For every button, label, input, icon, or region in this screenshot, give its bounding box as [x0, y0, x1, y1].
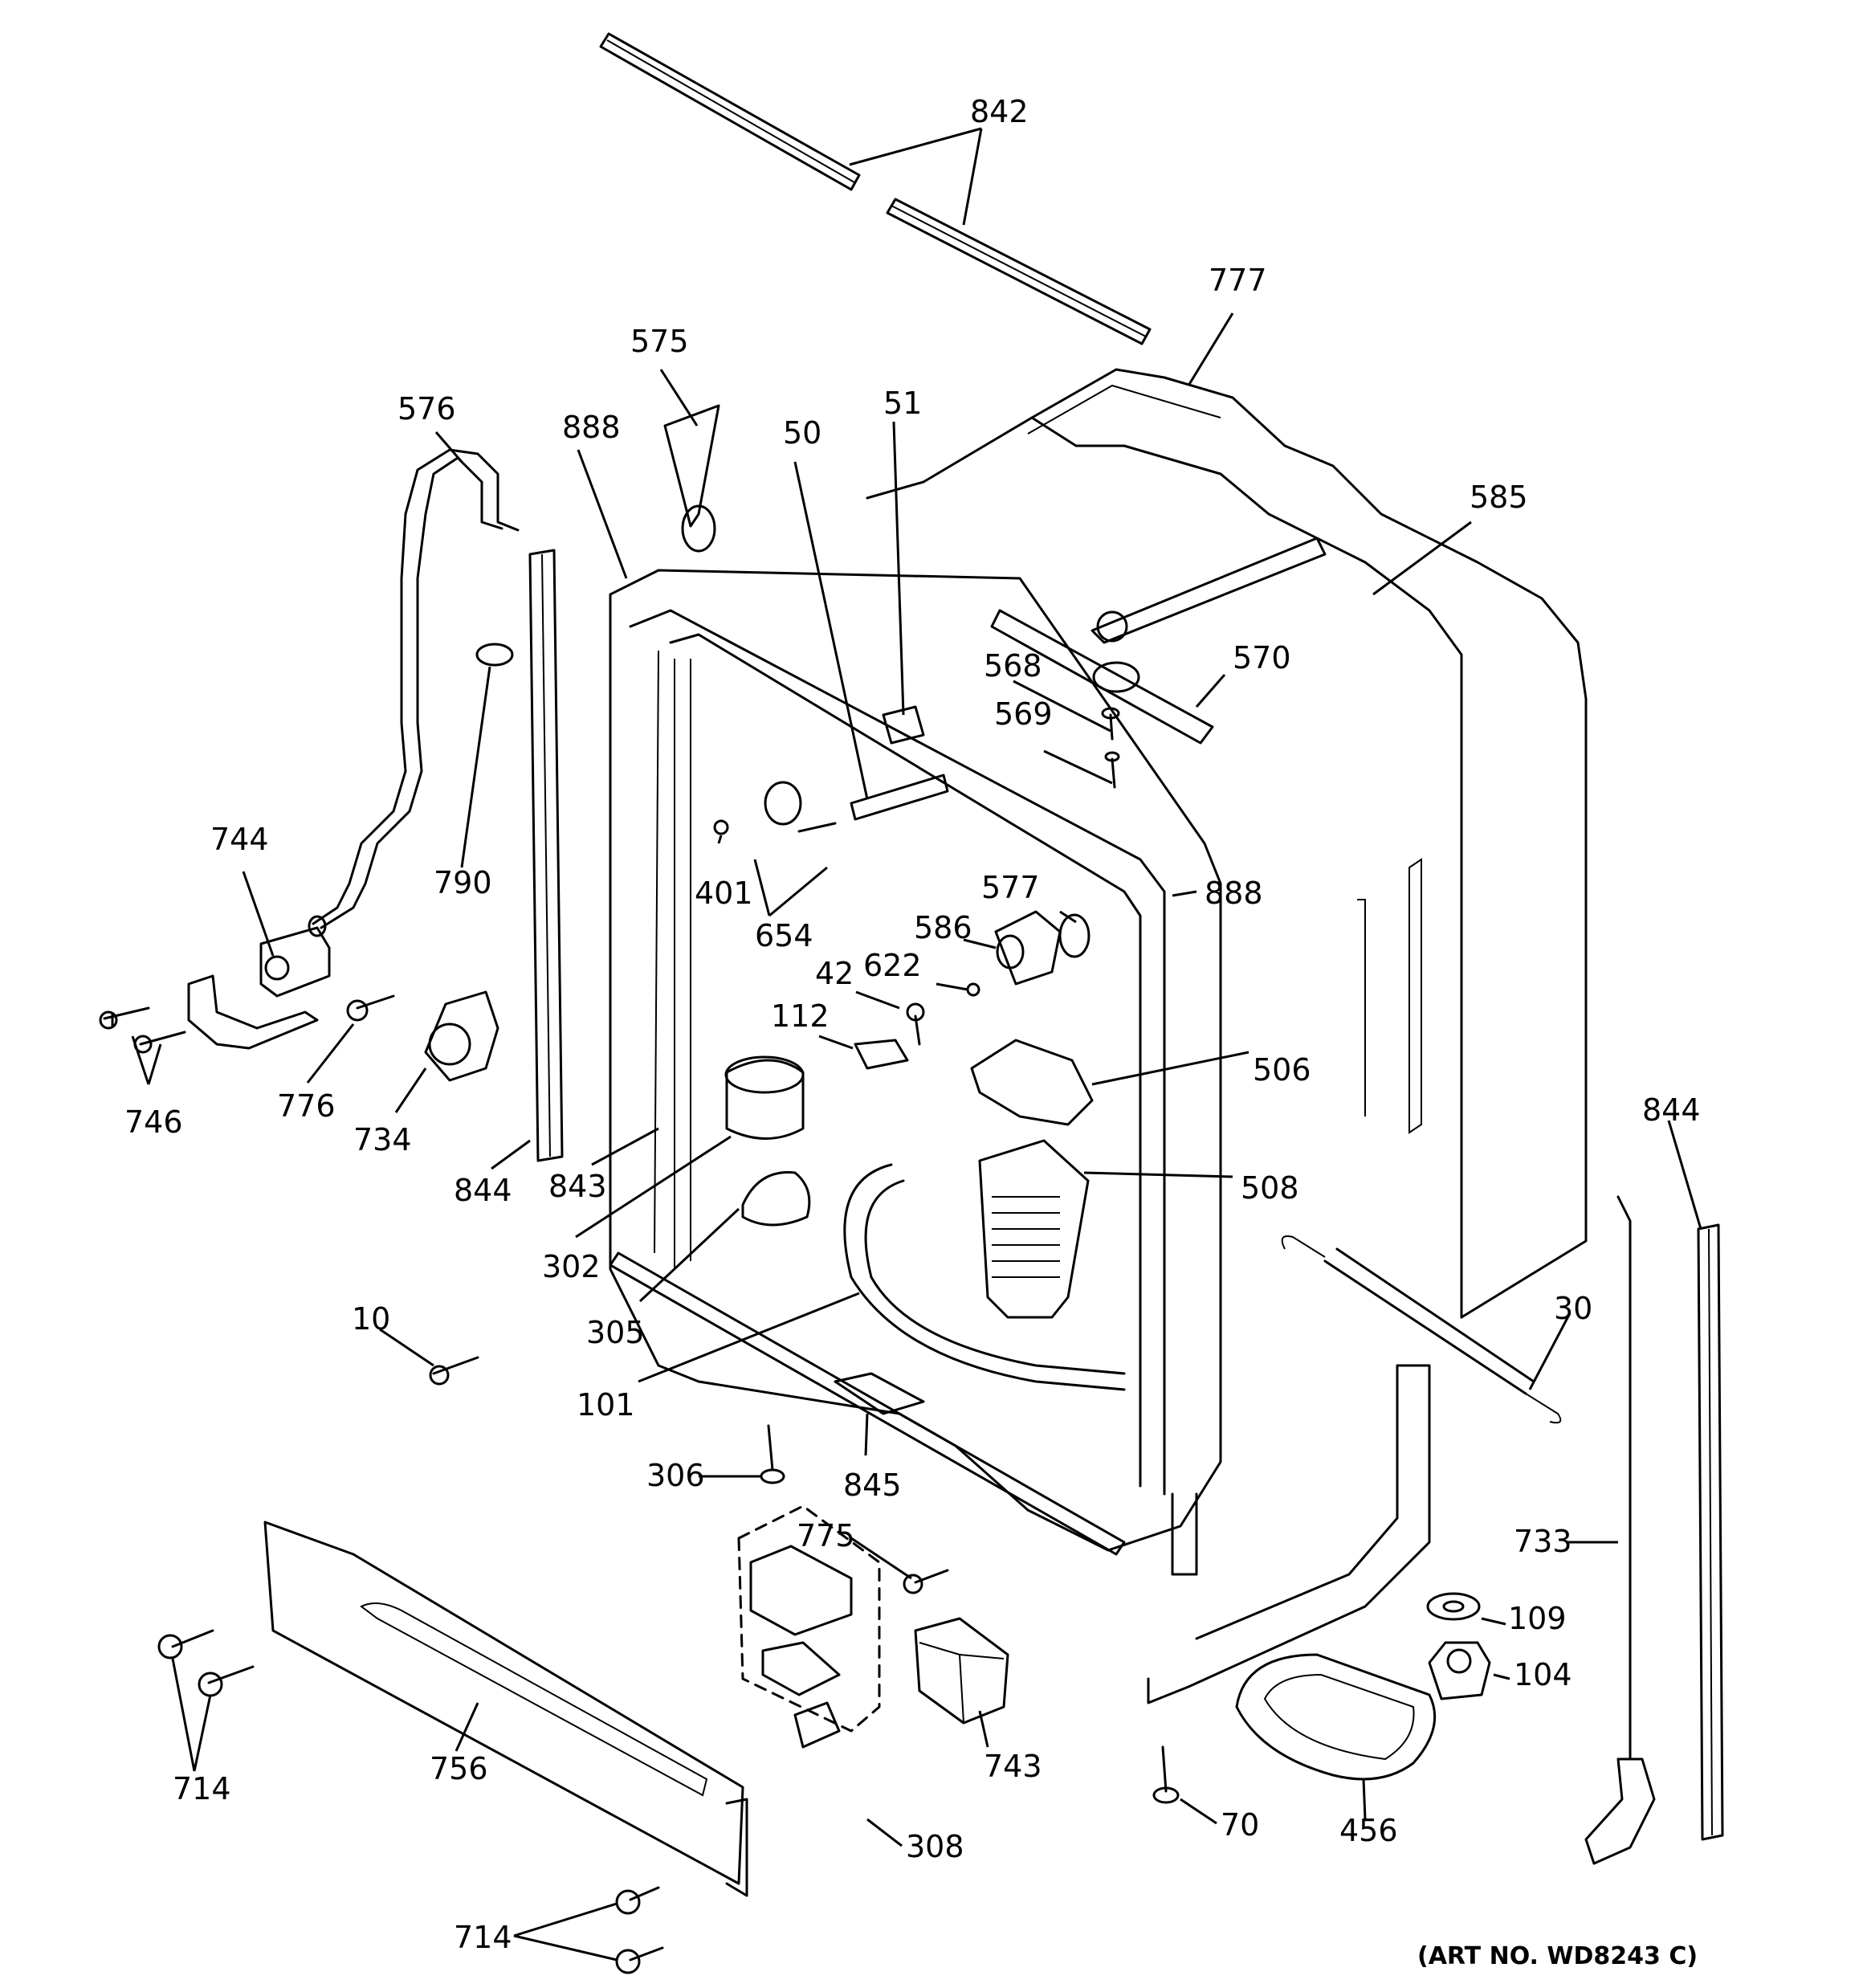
gasket-strip-842-lower [886, 198, 1152, 345]
water-valve-744 [187, 926, 331, 1050]
screw-42 [906, 1002, 925, 1046]
screw-568 [1101, 707, 1120, 741]
leg-306 [760, 1424, 785, 1484]
relay-743 [914, 1617, 1009, 1725]
callout-585: 585 [1470, 480, 1528, 515]
callout-306: 306 [646, 1458, 705, 1493]
callout-10: 10 [352, 1301, 390, 1337]
filter-506 [970, 1039, 1094, 1126]
callout-305: 305 [586, 1315, 645, 1350]
callout-842: 842 [970, 94, 1029, 129]
callout-569: 569 [994, 696, 1053, 732]
callout-845: 845 [843, 1468, 902, 1503]
bracket-654 [764, 781, 837, 833]
callout-714-bottom: 714 [454, 1920, 512, 1955]
screw-714-a [157, 1629, 214, 1659]
spring-30 [1281, 1235, 1562, 1424]
callout-308: 308 [906, 1829, 964, 1864]
tub-777 [866, 368, 1588, 1319]
hose-576 [308, 448, 520, 937]
leader-lines [131, 127, 1702, 1961]
callout-843: 843 [548, 1169, 607, 1204]
callout-622: 622 [863, 948, 922, 983]
screw-776 [346, 994, 395, 1022]
hose-clamp-790 [475, 643, 514, 667]
rail-845 [609, 1251, 1126, 1556]
callout-506: 506 [1253, 1052, 1311, 1088]
frame-888 [609, 569, 1431, 1704]
kit-308 [737, 1504, 881, 1749]
screw-622 [966, 982, 980, 997]
art-number: (ART NO. WD8243 C) [1417, 1942, 1698, 1970]
bracket-50 [850, 774, 949, 821]
gasket-844-left [528, 549, 564, 1162]
callout-labels: 842 777 575 576 888 51 50 585 568 570 56… [124, 94, 1701, 1955]
callout-576: 576 [397, 391, 456, 427]
callout-888-right: 888 [1205, 876, 1263, 911]
callout-756: 756 [430, 1751, 488, 1786]
screw-714-c [615, 1886, 660, 1915]
callout-109: 109 [1508, 1601, 1567, 1636]
callout-401: 401 [695, 876, 753, 911]
filter-basket-508 [978, 1139, 1090, 1319]
foot-70 [1152, 1745, 1180, 1804]
toe-kick-756 [263, 1521, 748, 1897]
callout-744: 744 [210, 822, 269, 857]
screw-10 [429, 1356, 479, 1386]
callout-888-top: 888 [562, 410, 621, 445]
callout-777: 777 [1209, 263, 1267, 298]
callout-302: 302 [542, 1249, 601, 1284]
seal-843 [654, 650, 659, 1254]
spray-arm-570 [990, 609, 1214, 745]
callout-776: 776 [277, 1088, 336, 1124]
float-switch-734 [424, 990, 499, 1082]
callout-575: 575 [630, 324, 689, 359]
callout-70: 70 [1221, 1807, 1259, 1843]
cap-305 [741, 1171, 811, 1227]
pan-456 [1235, 1653, 1437, 1781]
fill-funnel-575 [663, 404, 720, 553]
callout-654: 654 [755, 918, 813, 953]
callout-51: 51 [883, 386, 922, 421]
bracket-51 [882, 705, 925, 745]
callout-570: 570 [1233, 640, 1291, 676]
nut-104 [1428, 1641, 1491, 1700]
callout-586: 586 [914, 910, 972, 945]
callout-101: 101 [577, 1387, 635, 1423]
callout-743: 743 [984, 1749, 1042, 1784]
grommet-401 [713, 819, 729, 835]
callout-568: 568 [984, 648, 1042, 684]
callout-30: 30 [1554, 1291, 1592, 1326]
callout-714-left: 714 [173, 1771, 231, 1806]
callout-734: 734 [353, 1122, 412, 1157]
screw-746-a [99, 1006, 150, 1030]
callout-42: 42 [815, 956, 854, 991]
callout-456: 456 [1339, 1813, 1398, 1848]
gasket-strip-842-upper [599, 32, 861, 191]
screw-714-d [615, 1946, 664, 1974]
callout-104: 104 [1514, 1657, 1572, 1692]
callout-112: 112 [771, 998, 830, 1034]
callout-844-left: 844 [454, 1173, 512, 1208]
callout-844-right: 844 [1642, 1092, 1701, 1128]
callout-733: 733 [1514, 1524, 1572, 1559]
screw-569 [1104, 751, 1120, 789]
screw-714-b [198, 1665, 255, 1697]
fitting-586 [994, 910, 1062, 986]
hose-101 [843, 1163, 1126, 1391]
hinge-cable-733 [1584, 1195, 1656, 1865]
clip-112 [854, 1039, 909, 1070]
gasket-844-right [1697, 1223, 1724, 1841]
callout-790: 790 [434, 865, 492, 900]
callout-577: 577 [981, 870, 1040, 905]
callout-508: 508 [1241, 1170, 1299, 1206]
callout-50: 50 [783, 415, 821, 451]
washer-109 [1426, 1592, 1481, 1621]
upper-spray-arm-585 [1090, 537, 1327, 644]
motor-cover-302 [724, 1055, 805, 1140]
callout-775: 775 [797, 1518, 855, 1553]
callout-746: 746 [124, 1104, 183, 1140]
screw-775 [903, 1569, 949, 1594]
